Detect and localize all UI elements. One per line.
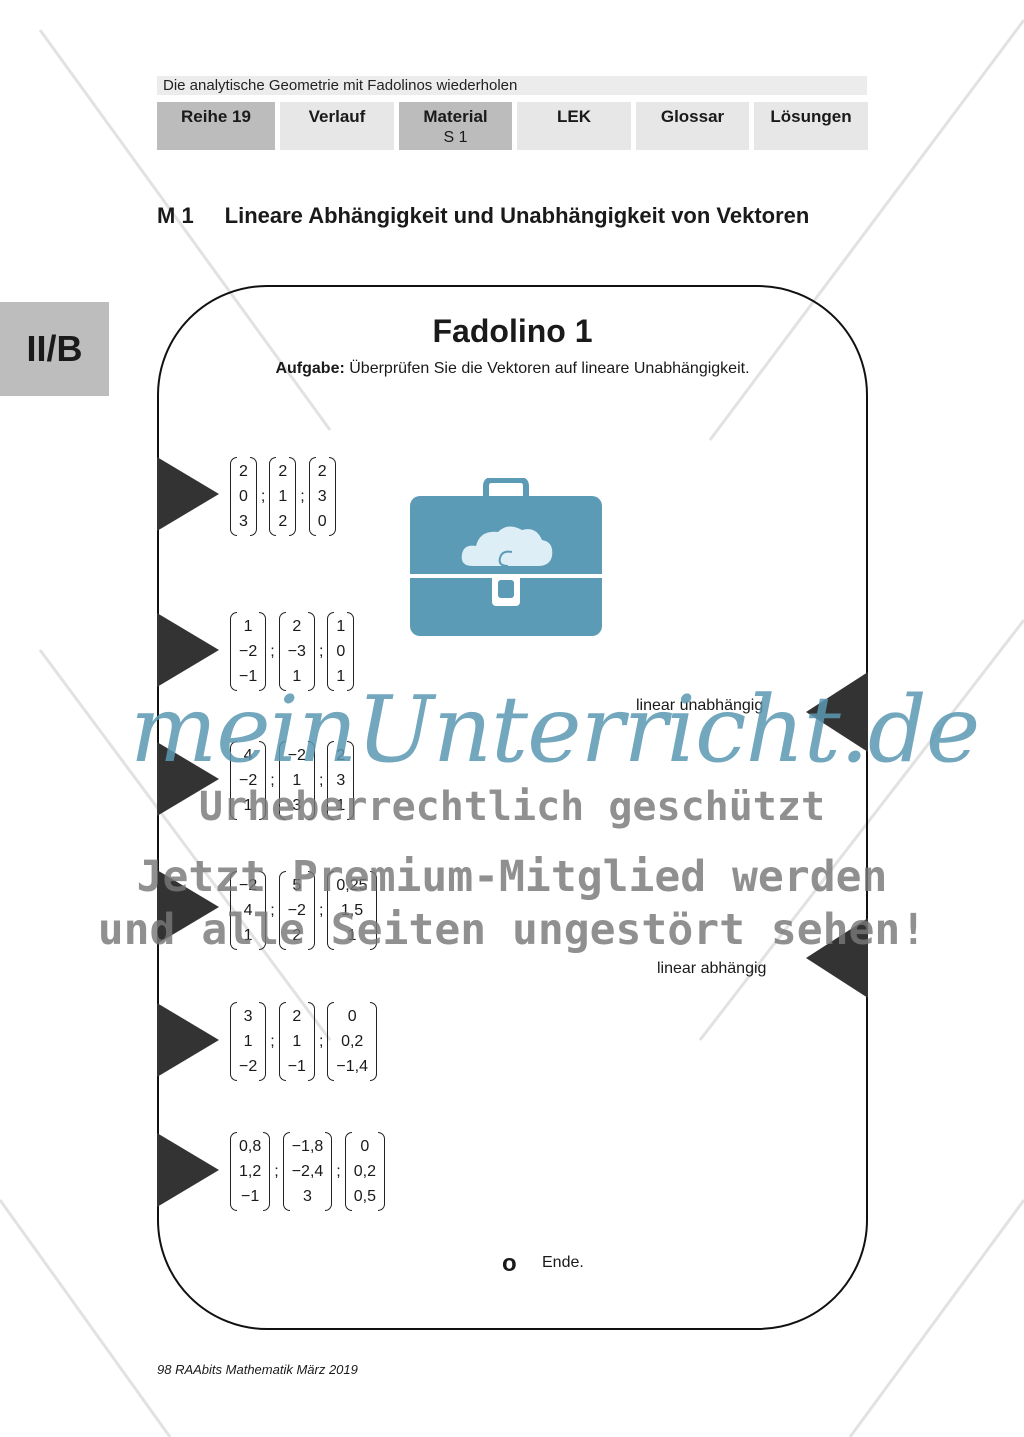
watermark-brand: meinUnterricht.de [130,676,980,783]
tab-sublabel: S 1 [443,129,468,146]
section-heading: M 1 Lineare Abhängigkeit und Unabhängigk… [157,200,817,232]
series-title: Die analytische Geometrie mit Fadolinos … [157,76,867,95]
end-symbol: o [502,1250,517,1277]
task-label: Aufgabe: [275,360,345,377]
watermark-line-1: Urheberrechtlich geschützt [198,784,826,830]
section-title: Lineare Abhängigkeit und Unabhängigkeit … [224,203,810,228]
tab-lek[interactable]: LEK [517,102,631,150]
page-footer: 98 RAAbits Mathematik März 2019 [157,1362,358,1377]
left-arrow-6 [157,1133,219,1207]
tab-label: Material [423,107,488,126]
section-number: M 1 [157,203,194,228]
left-arrow-4 [157,870,219,944]
end-text: Ende. [542,1254,584,1271]
tab-loesungen[interactable]: Lösungen [754,102,868,150]
left-arrow-2 [157,613,219,687]
answer-independent: linear unabhängig [636,697,764,714]
section-side-tab: II/B [0,302,109,396]
watermark-line-2: Jetzt Premium-Mitglied werden [136,852,888,902]
tab-label: LEK [557,107,591,126]
right-arrow-1 [806,672,868,752]
tab-label: Reihe 19 [181,107,251,126]
answer-dependent: linear abhängig [657,960,767,977]
right-arrow-2 [806,918,868,998]
vector: 1−2−1 [230,612,267,691]
tab-reihe[interactable]: Reihe 19 [157,102,275,150]
tab-material[interactable]: Material S 1 [399,102,512,150]
tab-label: Lösungen [770,107,852,126]
left-arrow-3 [157,742,219,816]
nav-tabs: Reihe 19 Verlauf Material S 1 LEK Glossa… [157,102,868,150]
left-arrow-5 [157,1003,219,1077]
tab-label: Glossar [660,107,725,126]
schoolbag-cloud-icon [410,478,602,636]
tab-glossar[interactable]: Glossar [636,102,749,150]
watermark-line-3: und alle Seiten ungestört sehen! [97,905,927,955]
task-instruction: Überprüfen Sie die Vektoren auf lineare … [349,360,750,377]
tab-verlauf[interactable]: Verlauf [280,102,394,150]
task-text: Aufgabe: Überprüfen Sie die Vektoren auf… [157,360,868,378]
card-title: Fadolino 1 [432,313,593,349]
tab-label: Verlauf [308,107,366,126]
left-arrow-1 [157,457,219,531]
